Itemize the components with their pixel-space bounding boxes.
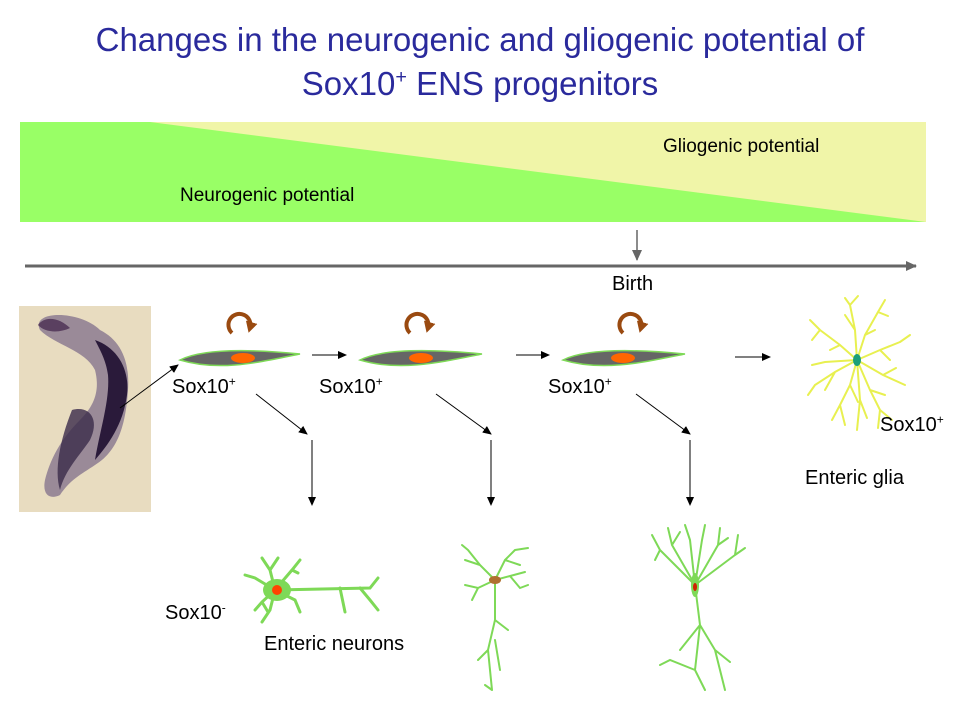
enteric-glia-label: Enteric glia [805, 467, 904, 489]
potential-band [20, 122, 926, 222]
progenitor-label-2: Sox10+ [319, 374, 383, 398]
birth-label: Birth [612, 273, 654, 295]
progenitor-cell-2 [357, 349, 483, 367]
title-line-2: Sox10+ ENS progenitors [301, 65, 659, 102]
neuron-1-nucleus [272, 585, 282, 595]
glia-marker-label: Sox10+ [880, 412, 944, 436]
progenitor-cell-3 [560, 349, 686, 367]
page-title: Changes in the neurogenic and gliogenic … [0, 18, 960, 106]
diagonal-arrow-2 [435, 393, 492, 435]
tissue-to-progenitor-arrow [119, 364, 179, 409]
enteric-neurons-label: Enteric neurons [264, 633, 405, 655]
self-renewal-icon-3 [617, 311, 649, 335]
diagonal-arrow-3 [635, 393, 691, 435]
glia-nucleus [853, 354, 861, 366]
progenitor-label-1: Sox10+ [172, 374, 236, 398]
gliogenic-potential-label: Gliogenic potential [663, 136, 820, 157]
progenitor-cell-1 [177, 349, 301, 367]
neuron-2-soma [489, 576, 501, 584]
neuron-3-nucleus [693, 583, 697, 591]
gut-tissue-image [19, 306, 151, 512]
self-renewal-icon-1 [226, 311, 258, 335]
title-line-1: Changes in the neurogenic and gliogenic … [95, 21, 865, 58]
diagonal-arrow-1 [255, 393, 308, 435]
progenitor-label-3: Sox10+ [548, 374, 612, 398]
enteric-neuron-3 [651, 524, 746, 691]
neuron-marker-label: Sox10- [165, 600, 226, 624]
self-renewal-icon-2 [404, 311, 436, 335]
neurogenic-potential-label: Neurogenic potential [180, 185, 355, 206]
enteric-neuron-2 [461, 544, 529, 691]
neurogenic-wedge [20, 122, 926, 222]
enteric-glia-cell [807, 295, 911, 431]
